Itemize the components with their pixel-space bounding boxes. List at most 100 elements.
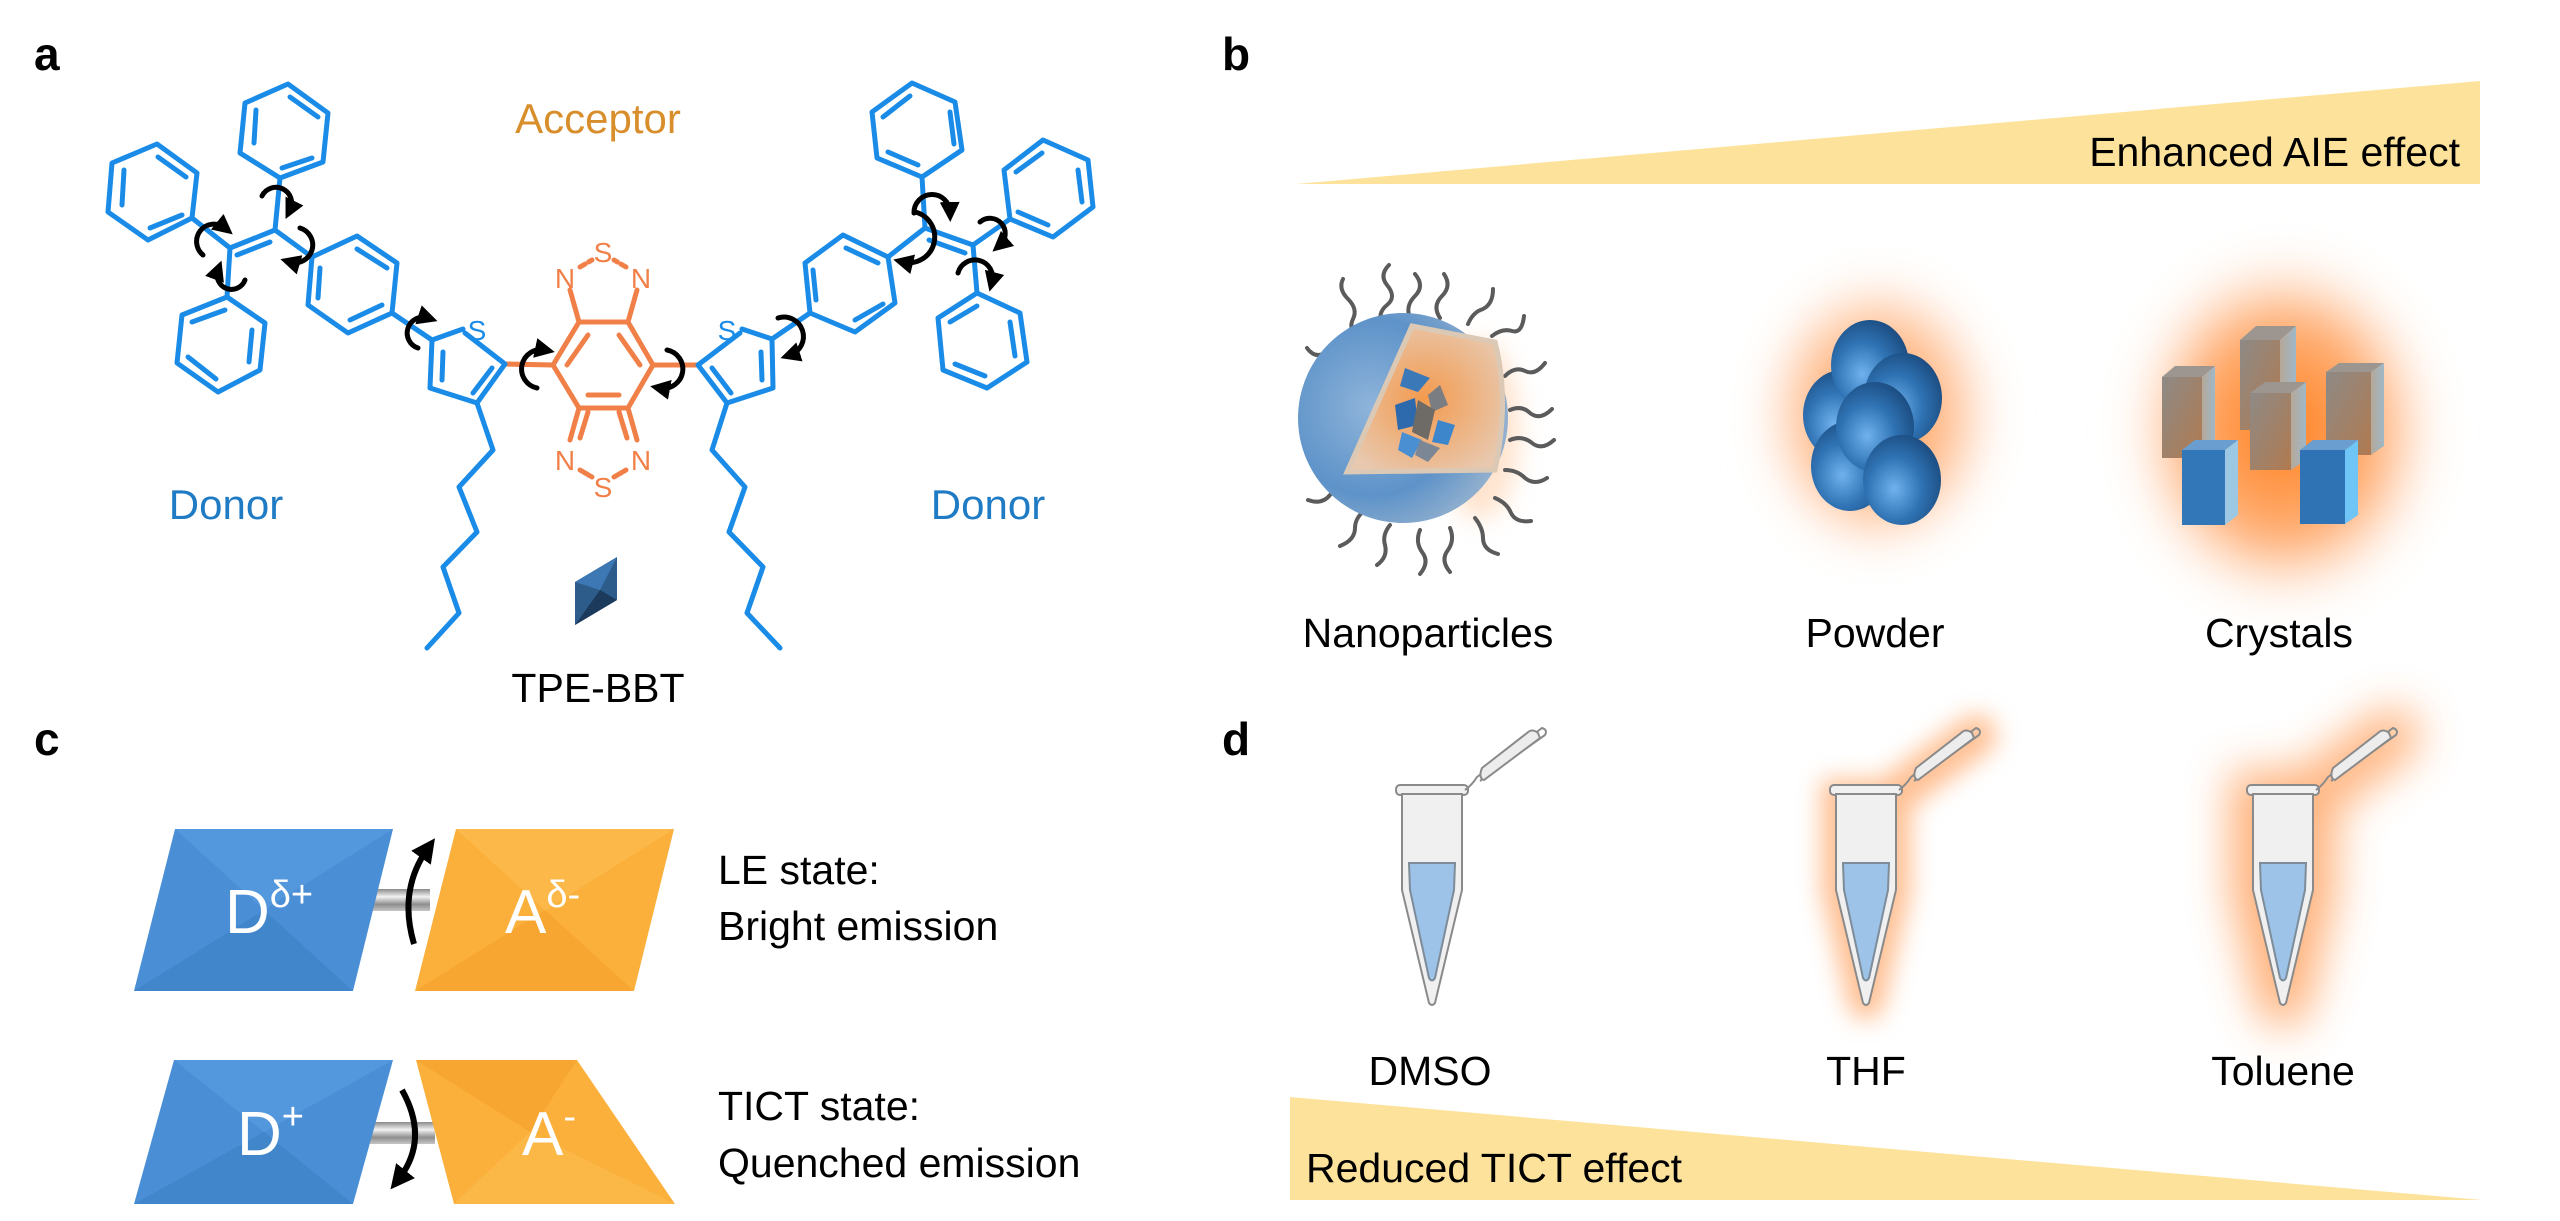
rotation-arrow-icon: [893, 209, 938, 275]
atom-s: S: [718, 315, 737, 346]
aryl-thiophene-link: [389, 310, 435, 343]
le-state-label: LE state:: [718, 847, 880, 893]
tube-cap: [1913, 729, 1976, 782]
tict-state-label: TICT state:: [718, 1083, 920, 1129]
tube-cap: [2330, 729, 2393, 782]
tpe-bond: [272, 227, 315, 260]
phenyl-double-bond: [251, 107, 259, 146]
donor-symbol: D+: [237, 1096, 304, 1169]
tict-trend-wedge: [1290, 1097, 2482, 1200]
phenyl-ring: [105, 141, 200, 243]
donor-left: S: [105, 81, 508, 651]
rotation-arrow-icon: [911, 192, 960, 222]
tube-liquid: [1841, 862, 1891, 982]
bbt-bond: [567, 405, 582, 443]
phenyl-double-bond: [947, 303, 980, 325]
tict-trend-label: Reduced TICT effect: [1306, 1145, 1683, 1191]
solvent-label-thf: THF: [1826, 1048, 1906, 1094]
phenyl-double-bond: [1013, 150, 1045, 175]
aryl-double-bond: [852, 301, 886, 323]
phenyl-ring: [174, 294, 268, 395]
phenyl-double-bond: [1007, 319, 1018, 359]
phenyl-double-bond: [952, 361, 988, 379]
bbt-inner-bond: [616, 332, 643, 368]
powder-particle: [1863, 435, 1941, 525]
tict-emission-label: Quenched emission: [718, 1140, 1080, 1186]
rotation-arrows: [194, 184, 1015, 400]
thiophene-double-bond: [470, 365, 495, 396]
tube-cap-hinge: [1464, 726, 1547, 791]
tpe-bond: [919, 174, 928, 231]
state-label-powder: Powder: [1805, 610, 1944, 656]
panel-label-b: b: [1222, 28, 1250, 80]
rotation-arrow-icon: [519, 338, 555, 391]
tpe-bond: [970, 242, 980, 296]
donor-right: S: [695, 80, 1096, 651]
nanoparticle-cutaway: [1343, 323, 1505, 475]
bbt-bond: [577, 257, 595, 270]
tict-state-diagram: D+ A- TICT state: Quenched emission: [134, 1060, 1080, 1204]
rotation-arrow-icon: [259, 184, 304, 219]
aryl-thiophene-link: [769, 310, 813, 342]
rotation-arrow-icon: [955, 257, 1005, 292]
tube-liquid: [2258, 862, 2308, 982]
rotation-arrow-icon: [775, 314, 806, 362]
panel-label-d: d: [1222, 713, 1250, 765]
atom-s: S: [468, 315, 487, 346]
ethylene-bond: [227, 227, 278, 251]
bbt-thiophene-link: [502, 361, 556, 368]
phenyl-double-bond: [185, 354, 219, 382]
phenyl-double-bond: [947, 109, 957, 147]
aie-trend-wedge: [1296, 81, 2480, 184]
rotation-arrow-icon: [280, 225, 316, 275]
state-label-crystals: Crystals: [2205, 610, 2353, 656]
donor-symbol: Dδ+: [225, 874, 313, 947]
atom-n: N: [631, 263, 651, 294]
bbt-bond: [577, 467, 595, 480]
nanoparticle-illustration: [1298, 263, 1556, 576]
aie-trend-label: Enhanced AIE effect: [2089, 129, 2460, 175]
powder-illustration: [1753, 265, 2003, 565]
phenyl-double-bond: [155, 154, 189, 180]
tube-cap: [1479, 729, 1542, 782]
panel-label-a: a: [34, 28, 60, 80]
crystal-block: [2326, 363, 2384, 455]
thiophene-double-bond: [439, 349, 446, 383]
rotation-arrow-icon: [405, 838, 435, 945]
thiophene-ring: [427, 326, 508, 406]
donor-label-right: Donor: [931, 481, 1045, 528]
phenyl-ring: [1001, 137, 1096, 240]
tube-liquid: [1407, 862, 1457, 982]
bbt-bond: [567, 287, 582, 325]
phenyl-ring: [237, 81, 331, 181]
phenyl-double-bond: [1075, 167, 1085, 205]
rotation-arrow-icon: [650, 347, 686, 400]
crystal-icon: [575, 557, 617, 625]
tube-thf: [1821, 714, 1997, 1020]
panel-d: d DMSO THF Toluene Reduced TICT effect: [1222, 709, 2482, 1200]
phenyl-double-bond: [1015, 209, 1051, 228]
panel-b: b Enhanced AIE effect: [1222, 28, 2480, 656]
ethylene-double-bond: [234, 239, 273, 258]
phenyl-double-bond: [246, 327, 255, 365]
aryl-ring: [305, 233, 400, 336]
bbt-bond: [625, 287, 640, 325]
phenyl-double-bond: [119, 167, 127, 208]
bbt-inner-bond: [564, 332, 591, 368]
aryl-double-bond: [810, 267, 819, 303]
tube-dmso: [1395, 726, 1547, 1006]
compound-name: TPE-BBT: [511, 665, 684, 711]
crystal-block: [2300, 440, 2358, 524]
donor-label-left: Donor: [169, 481, 283, 528]
panel-c: c Dδ+ Aδ- LE state: Bright emission D+: [34, 713, 1080, 1204]
acceptor-symbol: A-: [522, 1096, 576, 1169]
rotation-arrow-icon: [194, 213, 233, 258]
thiophene-double-bond: [758, 349, 765, 383]
le-emission-label: Bright emission: [718, 903, 998, 949]
atom-n: N: [631, 445, 651, 476]
bbt-bond: [616, 409, 630, 441]
alkyl-chain: [424, 400, 496, 651]
bbt-bond: [611, 467, 629, 480]
rotation-arrow-icon: [404, 305, 438, 351]
